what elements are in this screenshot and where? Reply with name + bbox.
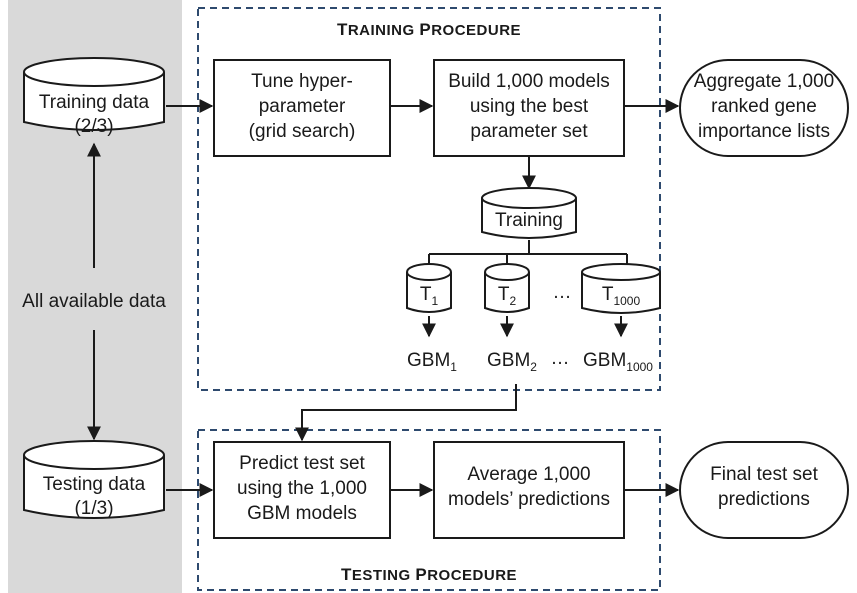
arrow-models-to-predict: [295, 384, 517, 442]
split-tree: [428, 240, 628, 264]
predict-line-1: Predict test set: [239, 453, 365, 474]
svg-text:GBM1000: GBM1000: [583, 350, 653, 374]
aggregate-line-2: ranked gene: [711, 96, 817, 117]
gbm-ellipsis: …: [551, 348, 570, 369]
tune-line-2: parameter: [259, 96, 346, 117]
tune-line-1: Tune hyper-: [251, 71, 353, 92]
build-line-3: parameter set: [470, 121, 588, 142]
testing-data-cylinder: Testing data (1/3): [23, 440, 165, 519]
gbm-1-sub: 1: [450, 360, 457, 374]
subset-1-base: T: [420, 284, 432, 305]
svg-text:GBM1: GBM1: [407, 350, 457, 374]
training-procedure-frame: [197, 7, 661, 391]
gbm-2-base: GBM: [487, 350, 530, 371]
build-line-1: Build 1,000 models: [448, 71, 610, 92]
final-predictions-terminal: [679, 441, 849, 539]
subset-1-sub: 1: [431, 294, 438, 308]
build-models-box: [433, 59, 625, 157]
aggregate-line-3: importance lists: [698, 121, 830, 142]
average-line-2: models’ predictions: [448, 489, 610, 510]
training-data-label: Training data: [39, 92, 150, 113]
subset-cylinder-1000: T1000: [581, 263, 661, 314]
training-db-cylinder: Training: [481, 187, 577, 239]
average-predictions-box: [433, 441, 625, 539]
subset-1000-base: T: [602, 284, 614, 305]
subset-cylinder-1: T1: [406, 263, 452, 313]
aggregate-terminal: [679, 59, 849, 157]
predict-line-3: GBM models: [247, 503, 357, 524]
subset-ellipsis: …: [553, 282, 572, 303]
training-data-fraction: (2/3): [74, 116, 113, 137]
subset-2-base: T: [498, 284, 510, 305]
predict-test-set-box: [213, 441, 391, 539]
final-line-1: Final test set: [710, 464, 818, 485]
testing-procedure-frame: [197, 429, 661, 591]
subset-1000-sub: 1000: [613, 294, 640, 308]
tune-line-3: (grid search): [249, 121, 356, 142]
subset-cylinder-2: T2: [484, 263, 530, 313]
svg-text:T1: T1: [420, 284, 439, 308]
gbm-1-base: GBM: [407, 350, 450, 371]
training-data-cylinder: Training data (2/3): [23, 57, 165, 137]
build-line-2: using the best: [470, 96, 589, 117]
gbm-2-sub: 2: [530, 360, 537, 374]
predict-line-2: using the 1,000: [237, 478, 367, 499]
training-procedure-title: TRAINING PROCEDURE: [337, 20, 521, 39]
testing-data-label: Testing data: [43, 474, 146, 495]
aggregate-line-1: Aggregate 1,000: [694, 71, 835, 92]
average-line-1: Average 1,000: [467, 464, 590, 485]
svg-text:T1000: T1000: [602, 284, 641, 308]
gbm-1000-base: GBM: [583, 350, 626, 371]
training-db-label: Training: [495, 210, 563, 231]
testing-procedure-title: TESTING PROCEDURE: [341, 565, 517, 584]
testing-data-fraction: (1/3): [74, 498, 113, 519]
gbm-1000-sub: 1000: [626, 360, 653, 374]
svg-text:GBM2: GBM2: [487, 350, 537, 374]
svg-text:T2: T2: [498, 284, 517, 308]
final-line-2: predictions: [718, 489, 810, 510]
all-available-data-label: All available data: [22, 291, 166, 312]
tune-hyperparameter-box: [213, 59, 391, 157]
subset-2-sub: 2: [509, 294, 516, 308]
